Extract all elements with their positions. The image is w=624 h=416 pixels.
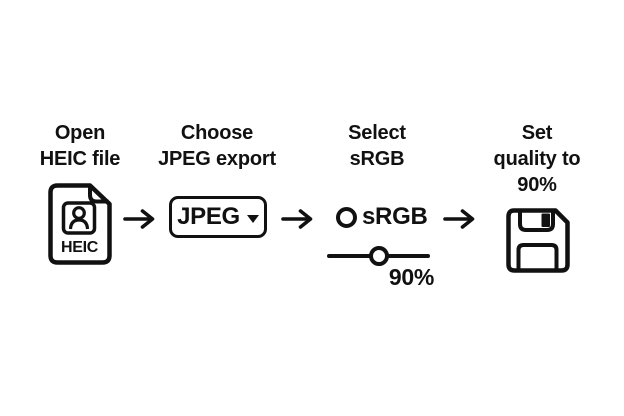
step-label-choose-jpeg: Choose JPEG export — [158, 122, 276, 170]
srgb-radio-label: sRGB — [362, 203, 428, 230]
quality-slider-handle[interactable] — [368, 246, 389, 266]
dropdown-value: JPEG — [177, 203, 240, 230]
photo-thumbnail-icon — [61, 201, 97, 235]
step-label-open-heic: Open HEIC file — [39, 122, 121, 170]
arrow-right-icon — [443, 209, 475, 229]
srgb-radio-button[interactable] — [336, 207, 357, 228]
step-label-select-srgb: Select sRGB — [348, 122, 406, 170]
file-badge-text: HEIC — [61, 239, 99, 256]
floppy-outline — [506, 208, 570, 273]
floppy-write-slot — [541, 213, 550, 227]
heic-file-icon: HEIC — [48, 183, 112, 265]
person-shoulders-icon — [68, 218, 90, 230]
arrow-right-icon — [123, 209, 155, 229]
person-head-icon — [72, 206, 86, 220]
floppy-shutter — [518, 210, 555, 232]
step-label-set-quality: Set quality to 90% — [493, 122, 581, 196]
floppy-label — [516, 243, 559, 271]
arrow-right-icon — [281, 209, 313, 229]
jpeg-dropdown-button[interactable]: JPEG — [169, 196, 267, 238]
floppy-save-icon — [506, 208, 570, 273]
quality-slider-value: 90% — [388, 264, 434, 290]
caret-down-icon — [246, 214, 259, 223]
file-fold-crease — [88, 185, 109, 204]
file-outline — [48, 183, 112, 265]
